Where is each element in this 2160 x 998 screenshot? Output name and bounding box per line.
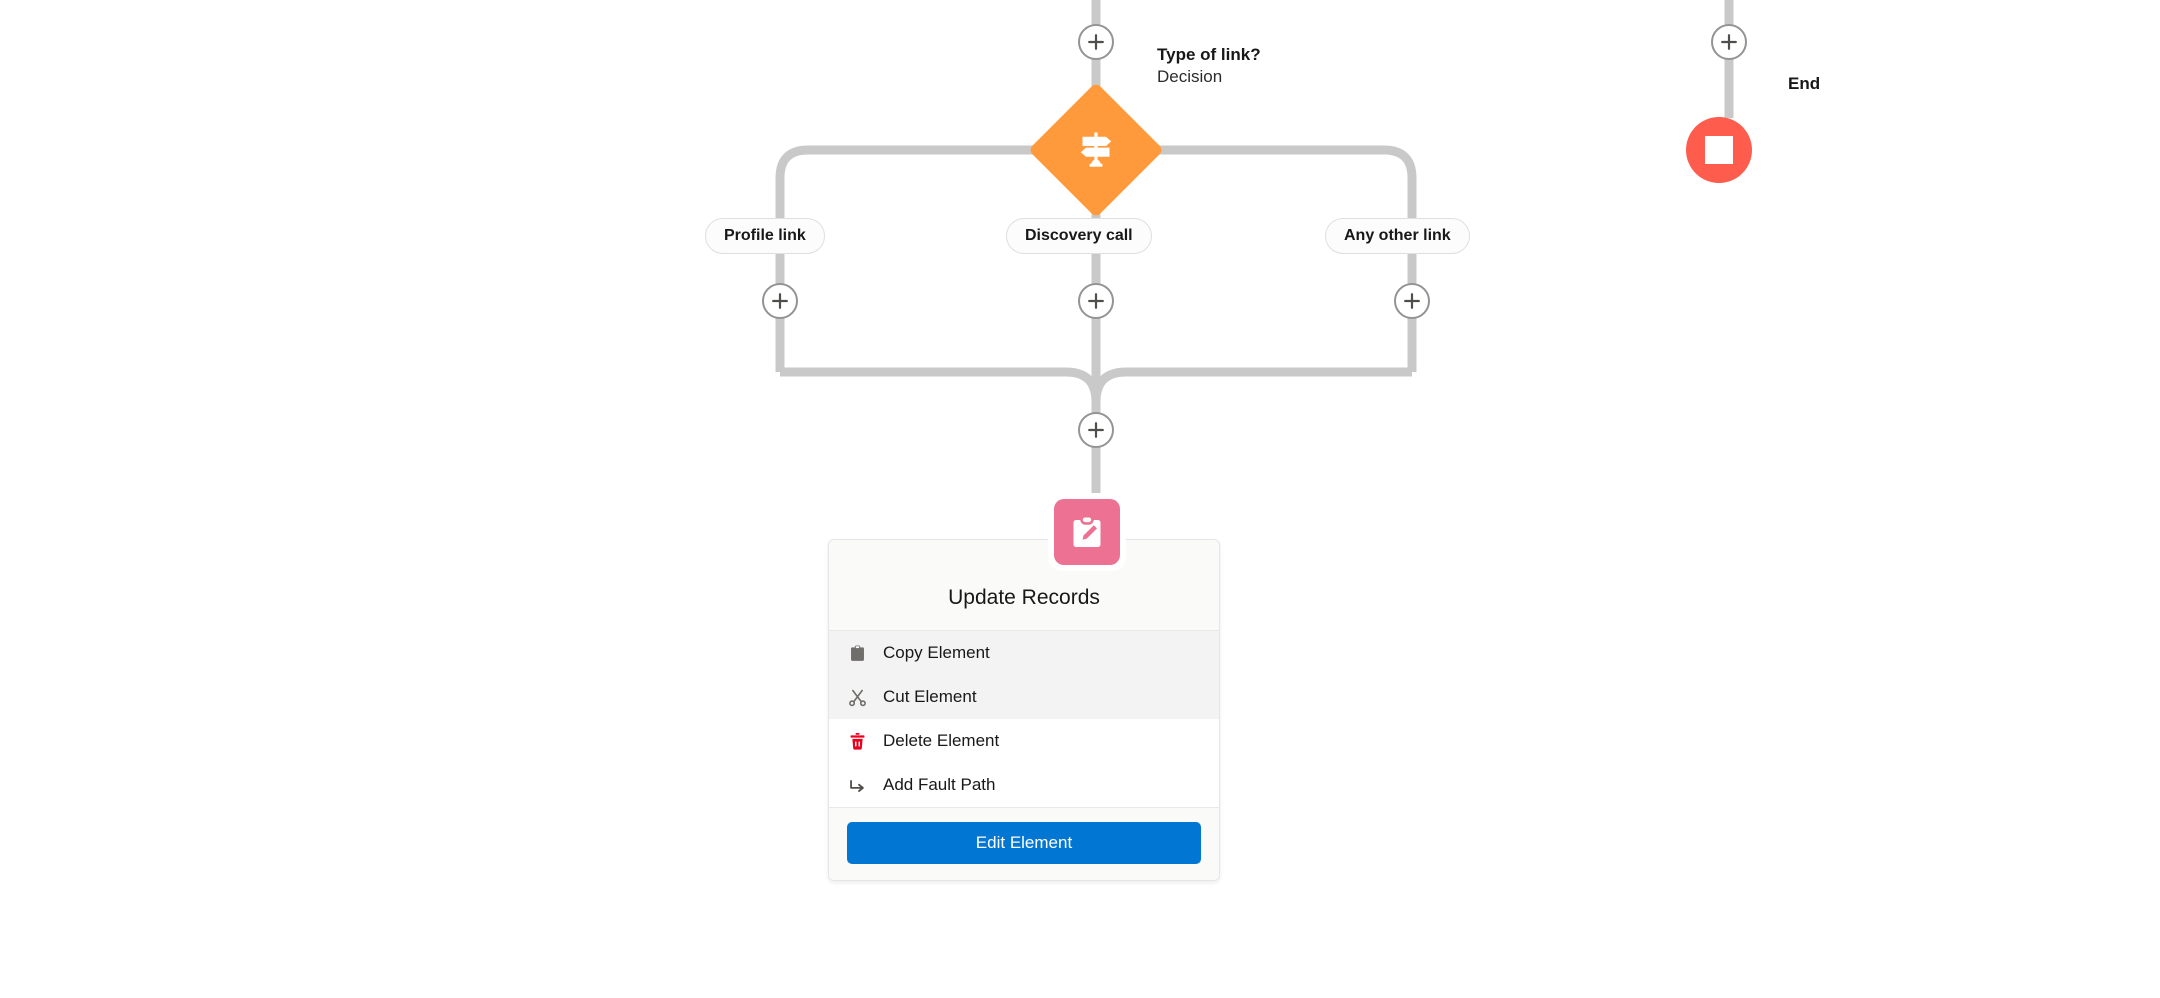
add-branch-discovery-call-button[interactable] [1078,283,1114,319]
menu-item-label: Cut Element [883,687,977,706]
add-branch-any-other-link-button[interactable] [1394,283,1430,319]
context-menu-footer: Edit Element [829,807,1219,880]
plus-icon [772,293,788,309]
decision-node-type: Decision [1157,66,1223,86]
menu-item-label: Add Fault Path [883,775,996,794]
branch-label-text: Any other link [1344,227,1451,244]
clipboard-pencil-icon [1073,514,1101,547]
end-node-label: End [1788,74,1821,93]
scissors-icon [847,687,867,707]
branch-label-any-other-link[interactable]: Any other link [1325,218,1470,254]
plus-icon [1088,293,1104,309]
stop-square-icon [1705,136,1733,164]
edit-element-button[interactable]: Edit Element [847,822,1201,864]
add-branch-profile-link-button[interactable] [762,283,798,319]
add-before-end-button[interactable] [1711,24,1747,60]
end-node[interactable] [1686,117,1752,183]
branch-label-text: Discovery call [1025,227,1133,244]
arrow-turn-down-right-icon [847,775,867,795]
add-after-merge-button[interactable] [1078,412,1114,448]
update-records-node[interactable] [1054,499,1120,565]
branch-label-discovery-call[interactable]: Discovery call [1006,218,1152,254]
menu-item-cut-element[interactable]: Cut Element [829,675,1219,719]
context-menu-list: Copy Element Cut Element [829,631,1219,807]
context-menu-header: Update Records [829,540,1219,631]
plus-icon [1404,293,1420,309]
decision-node-name: Type of link? [1157,45,1261,64]
branch-label-profile-link[interactable]: Profile link [705,218,825,254]
context-menu-title: Update Records [948,586,1100,609]
element-context-menu: Update Records Copy Element [828,539,1220,881]
menu-item-label: Copy Element [883,643,990,662]
clipboard-icon [847,643,867,663]
decision-node-type-of-link[interactable] [1028,82,1164,218]
plus-icon [1088,34,1104,50]
menu-item-copy-element[interactable]: Copy Element [829,631,1219,675]
branch-label-text: Profile link [724,227,806,244]
menu-item-add-fault-path[interactable]: Add Fault Path [829,763,1219,807]
plus-icon [1721,34,1737,50]
trash-icon [847,731,867,751]
decision-node-label: Type of link? Decision [1157,44,1261,88]
add-above-decision-button[interactable] [1078,24,1114,60]
plus-icon [1088,422,1104,438]
menu-item-delete-element[interactable]: Delete Element [829,719,1219,763]
menu-item-label: Delete Element [883,731,1000,750]
update-records-node-wrapper [1048,493,1126,571]
